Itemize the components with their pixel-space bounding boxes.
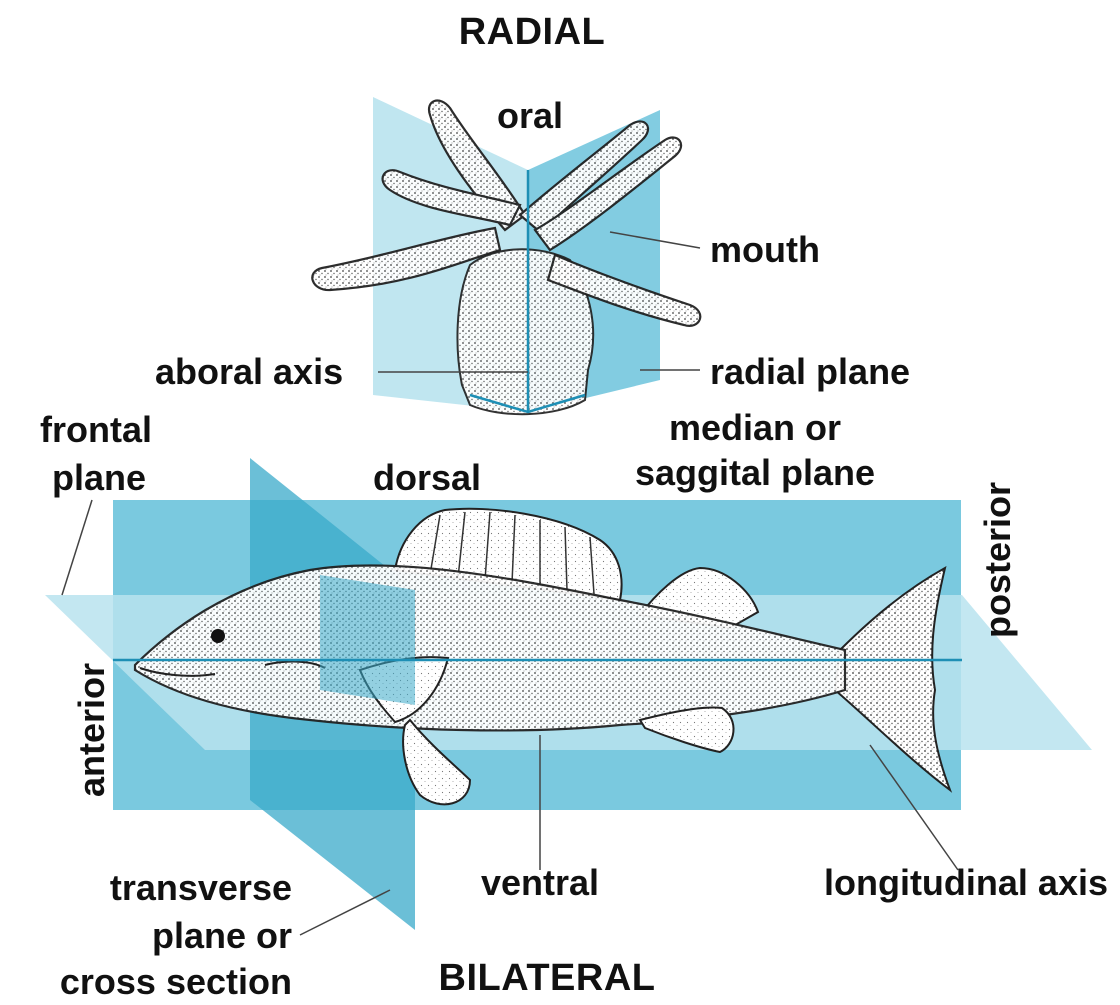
- label-transverse-line1: transverse: [110, 867, 292, 908]
- label-frontal-plane-line1: frontal: [40, 409, 152, 450]
- fish-eye-icon: [211, 629, 225, 643]
- label-median-line1: median or: [669, 407, 841, 448]
- label-oral: oral: [497, 95, 563, 136]
- label-transverse-line3: cross section: [60, 961, 292, 1000]
- label-posterior: posterior: [977, 482, 1018, 638]
- radial-section: RADIAL oral mouth aboral axis radial pla…: [155, 11, 910, 414]
- label-mouth: mouth: [710, 229, 820, 270]
- label-median-line2: saggital plane: [635, 452, 875, 493]
- label-aboral-axis: aboral axis: [155, 351, 343, 392]
- label-frontal-plane-line2: plane: [52, 457, 146, 498]
- label-transverse-line2: plane or: [152, 915, 292, 956]
- leader-transverse-plane: [300, 890, 390, 935]
- transverse-plane-overlay: [320, 575, 415, 705]
- leader-frontal-plane: [62, 500, 92, 595]
- label-longitudinal-axis: longitudinal axis: [824, 862, 1108, 903]
- label-radial-plane: radial plane: [710, 351, 910, 392]
- label-dorsal: dorsal: [373, 457, 481, 498]
- label-anterior: anterior: [71, 663, 112, 797]
- bilateral-title: BILATERAL: [439, 957, 656, 999]
- label-ventral: ventral: [481, 862, 599, 903]
- radial-title: RADIAL: [459, 11, 606, 53]
- bilateral-section: frontal plane median or saggital plane d…: [40, 407, 1108, 1000]
